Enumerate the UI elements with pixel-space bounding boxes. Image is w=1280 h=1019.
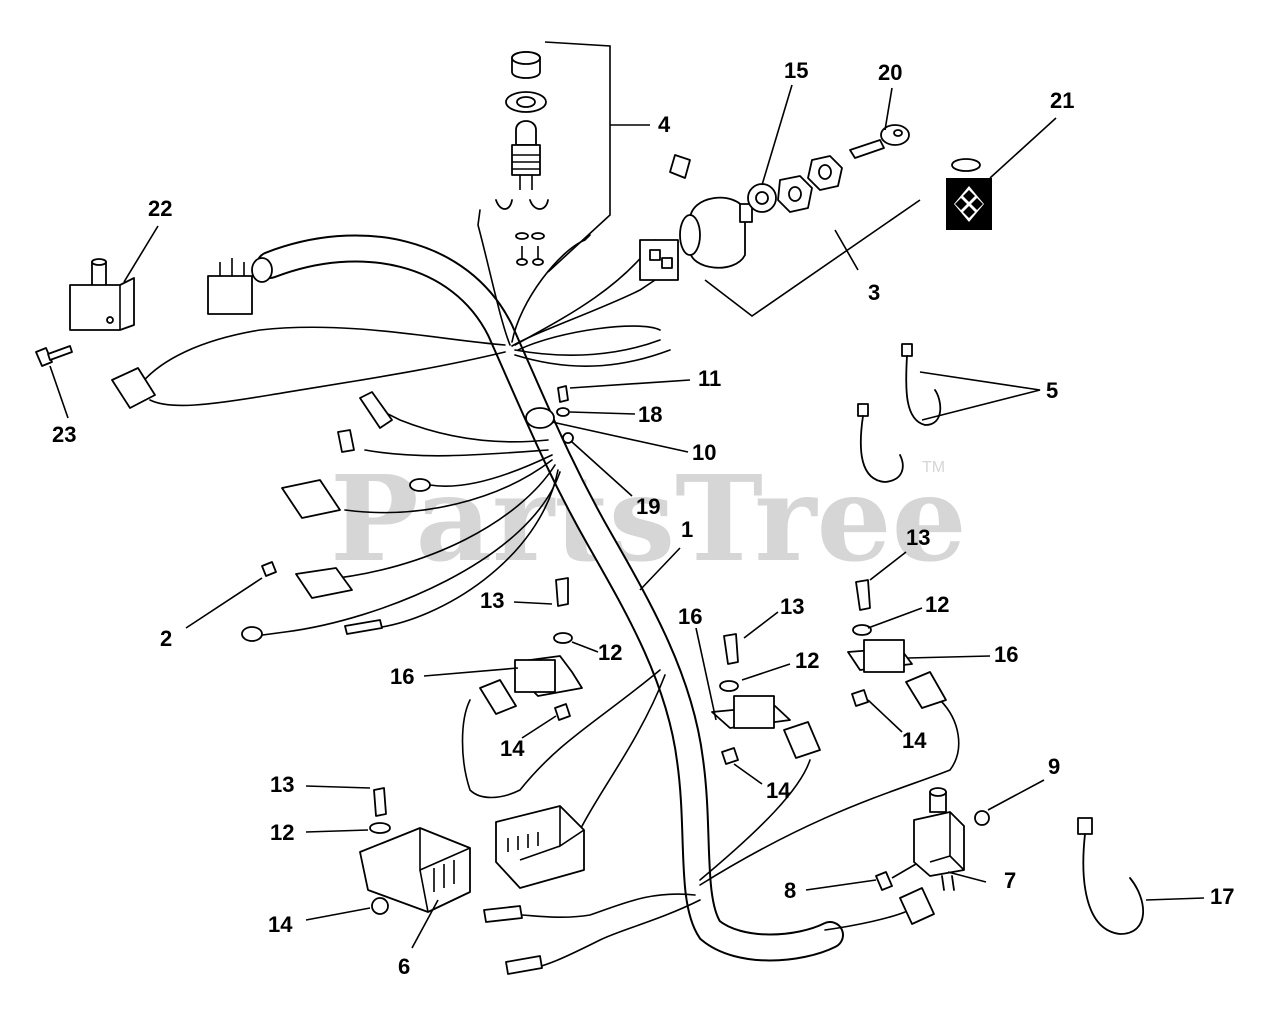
- callout-leader-2: [185, 577, 263, 629]
- callout-19: 19: [636, 494, 660, 519]
- callout-6: 6: [398, 954, 410, 979]
- connector-upper-left: [207, 257, 273, 315]
- callout-leader-18: [569, 411, 636, 415]
- bolt-8: [875, 871, 893, 891]
- callout-10: 10: [692, 440, 716, 465]
- callout-leader-19: [571, 441, 633, 497]
- callout-leader-12c: [867, 607, 923, 629]
- connector-bottom-right: [899, 887, 935, 925]
- callout-13d: 13: [270, 772, 294, 797]
- callout-leader-13c: [869, 551, 907, 581]
- callout-leader-13b: [743, 611, 779, 639]
- nut-19: [562, 432, 574, 444]
- callout-leader-6: [411, 899, 439, 949]
- callout-leader-20: [884, 87, 893, 131]
- switch-7: [913, 787, 965, 891]
- callout-leader-16a: [423, 667, 519, 677]
- callout-leader-12a: [571, 641, 599, 653]
- callout-9: 9: [1048, 754, 1060, 779]
- ignition-switch: [639, 196, 753, 281]
- callout-16b: 16: [678, 604, 702, 629]
- callout-4: 4: [658, 112, 671, 137]
- switch-22: [69, 258, 135, 331]
- callout-15: 15: [784, 58, 808, 83]
- callout-leader-14b: [733, 763, 763, 785]
- callout-leader-3: [704, 199, 921, 317]
- harness-grommet: [525, 407, 555, 429]
- callout-12a: 12: [598, 640, 622, 665]
- callout-12b: 12: [795, 648, 819, 673]
- callout-leader-12d: [305, 829, 369, 833]
- watermark-trademark: TM: [922, 459, 945, 476]
- relay-group-right: [847, 579, 947, 709]
- callout-leader-4: [544, 41, 650, 273]
- callout-leader-15: [761, 84, 793, 186]
- callout-leader-11: [569, 379, 691, 389]
- callout-leader-17: [1145, 897, 1205, 901]
- push-switch-assembly: [495, 51, 691, 266]
- callout-14a: 14: [500, 736, 525, 761]
- callout-14d: 14: [268, 912, 293, 937]
- cable-clamps-5: [857, 343, 942, 483]
- relay-group-middle: [711, 633, 821, 765]
- callout-16c: 16: [994, 642, 1018, 667]
- callout-22: 22: [148, 196, 172, 221]
- callout-leader-10: [551, 421, 689, 453]
- callout-leader-14c: [867, 699, 903, 733]
- callout-13c: 13: [906, 525, 930, 550]
- callout-18: 18: [638, 402, 662, 427]
- decal-21: [946, 158, 992, 230]
- main-harness-tube: [256, 234, 844, 962]
- callout-7: 7: [1004, 868, 1016, 893]
- callout-leader-23: [49, 365, 69, 419]
- callout-17: 17: [1210, 884, 1234, 909]
- callout-23: 23: [52, 422, 76, 447]
- watermark-text: PartsTree: [330, 449, 967, 588]
- ignition-key-icon: [849, 124, 910, 159]
- callout-leader-13d: [305, 785, 371, 789]
- bolt-23: [35, 345, 73, 367]
- callout-12c: 12: [925, 592, 949, 617]
- nut-9: [974, 810, 990, 826]
- callout-leader-12b: [741, 663, 791, 681]
- callout-leader-13a: [513, 601, 553, 605]
- callout-leader-1: [639, 547, 681, 591]
- callout-14c: 14: [902, 728, 927, 753]
- callout-3: 3: [868, 280, 880, 305]
- terminal-pins: [483, 905, 543, 975]
- washer-18: [556, 407, 570, 417]
- harness-branch-wires: [139, 209, 960, 971]
- callout-1: 1: [681, 517, 693, 542]
- callout-12d: 12: [270, 820, 294, 845]
- cable-clamp-17: [1077, 817, 1144, 935]
- callout-21: 21: [1050, 88, 1074, 113]
- callout-leader-16b: [695, 627, 717, 721]
- callout-2: 2: [160, 626, 172, 651]
- connector-left-group: [281, 391, 431, 519]
- callout-11: 11: [698, 366, 721, 391]
- callout-leader-21: [989, 117, 1057, 179]
- connector-left-plug: [111, 367, 156, 409]
- callout-16a: 16: [390, 664, 414, 689]
- callout-leader-8: [805, 863, 917, 891]
- callout-leader-14d: [305, 907, 371, 921]
- connector-large: [495, 805, 585, 889]
- callout-8: 8: [784, 878, 796, 903]
- callout-leader-5: [919, 371, 1041, 421]
- callout-20: 20: [878, 60, 902, 85]
- callout-13a: 13: [480, 588, 504, 613]
- callout-leader-9: [987, 779, 1045, 811]
- module-6: [359, 787, 471, 915]
- relay-group-left: [479, 577, 583, 721]
- callout-leader-16c: [907, 655, 991, 659]
- callout-13b: 13: [780, 594, 804, 619]
- fuse-holder-2: [241, 561, 383, 642]
- callout-leader-22: [123, 225, 159, 283]
- callout-leader-7: [947, 871, 987, 883]
- callout-5: 5: [1046, 378, 1058, 403]
- callout-leader-14a: [521, 715, 557, 739]
- screw-11: [557, 385, 569, 403]
- callout-14b: 14: [766, 778, 791, 803]
